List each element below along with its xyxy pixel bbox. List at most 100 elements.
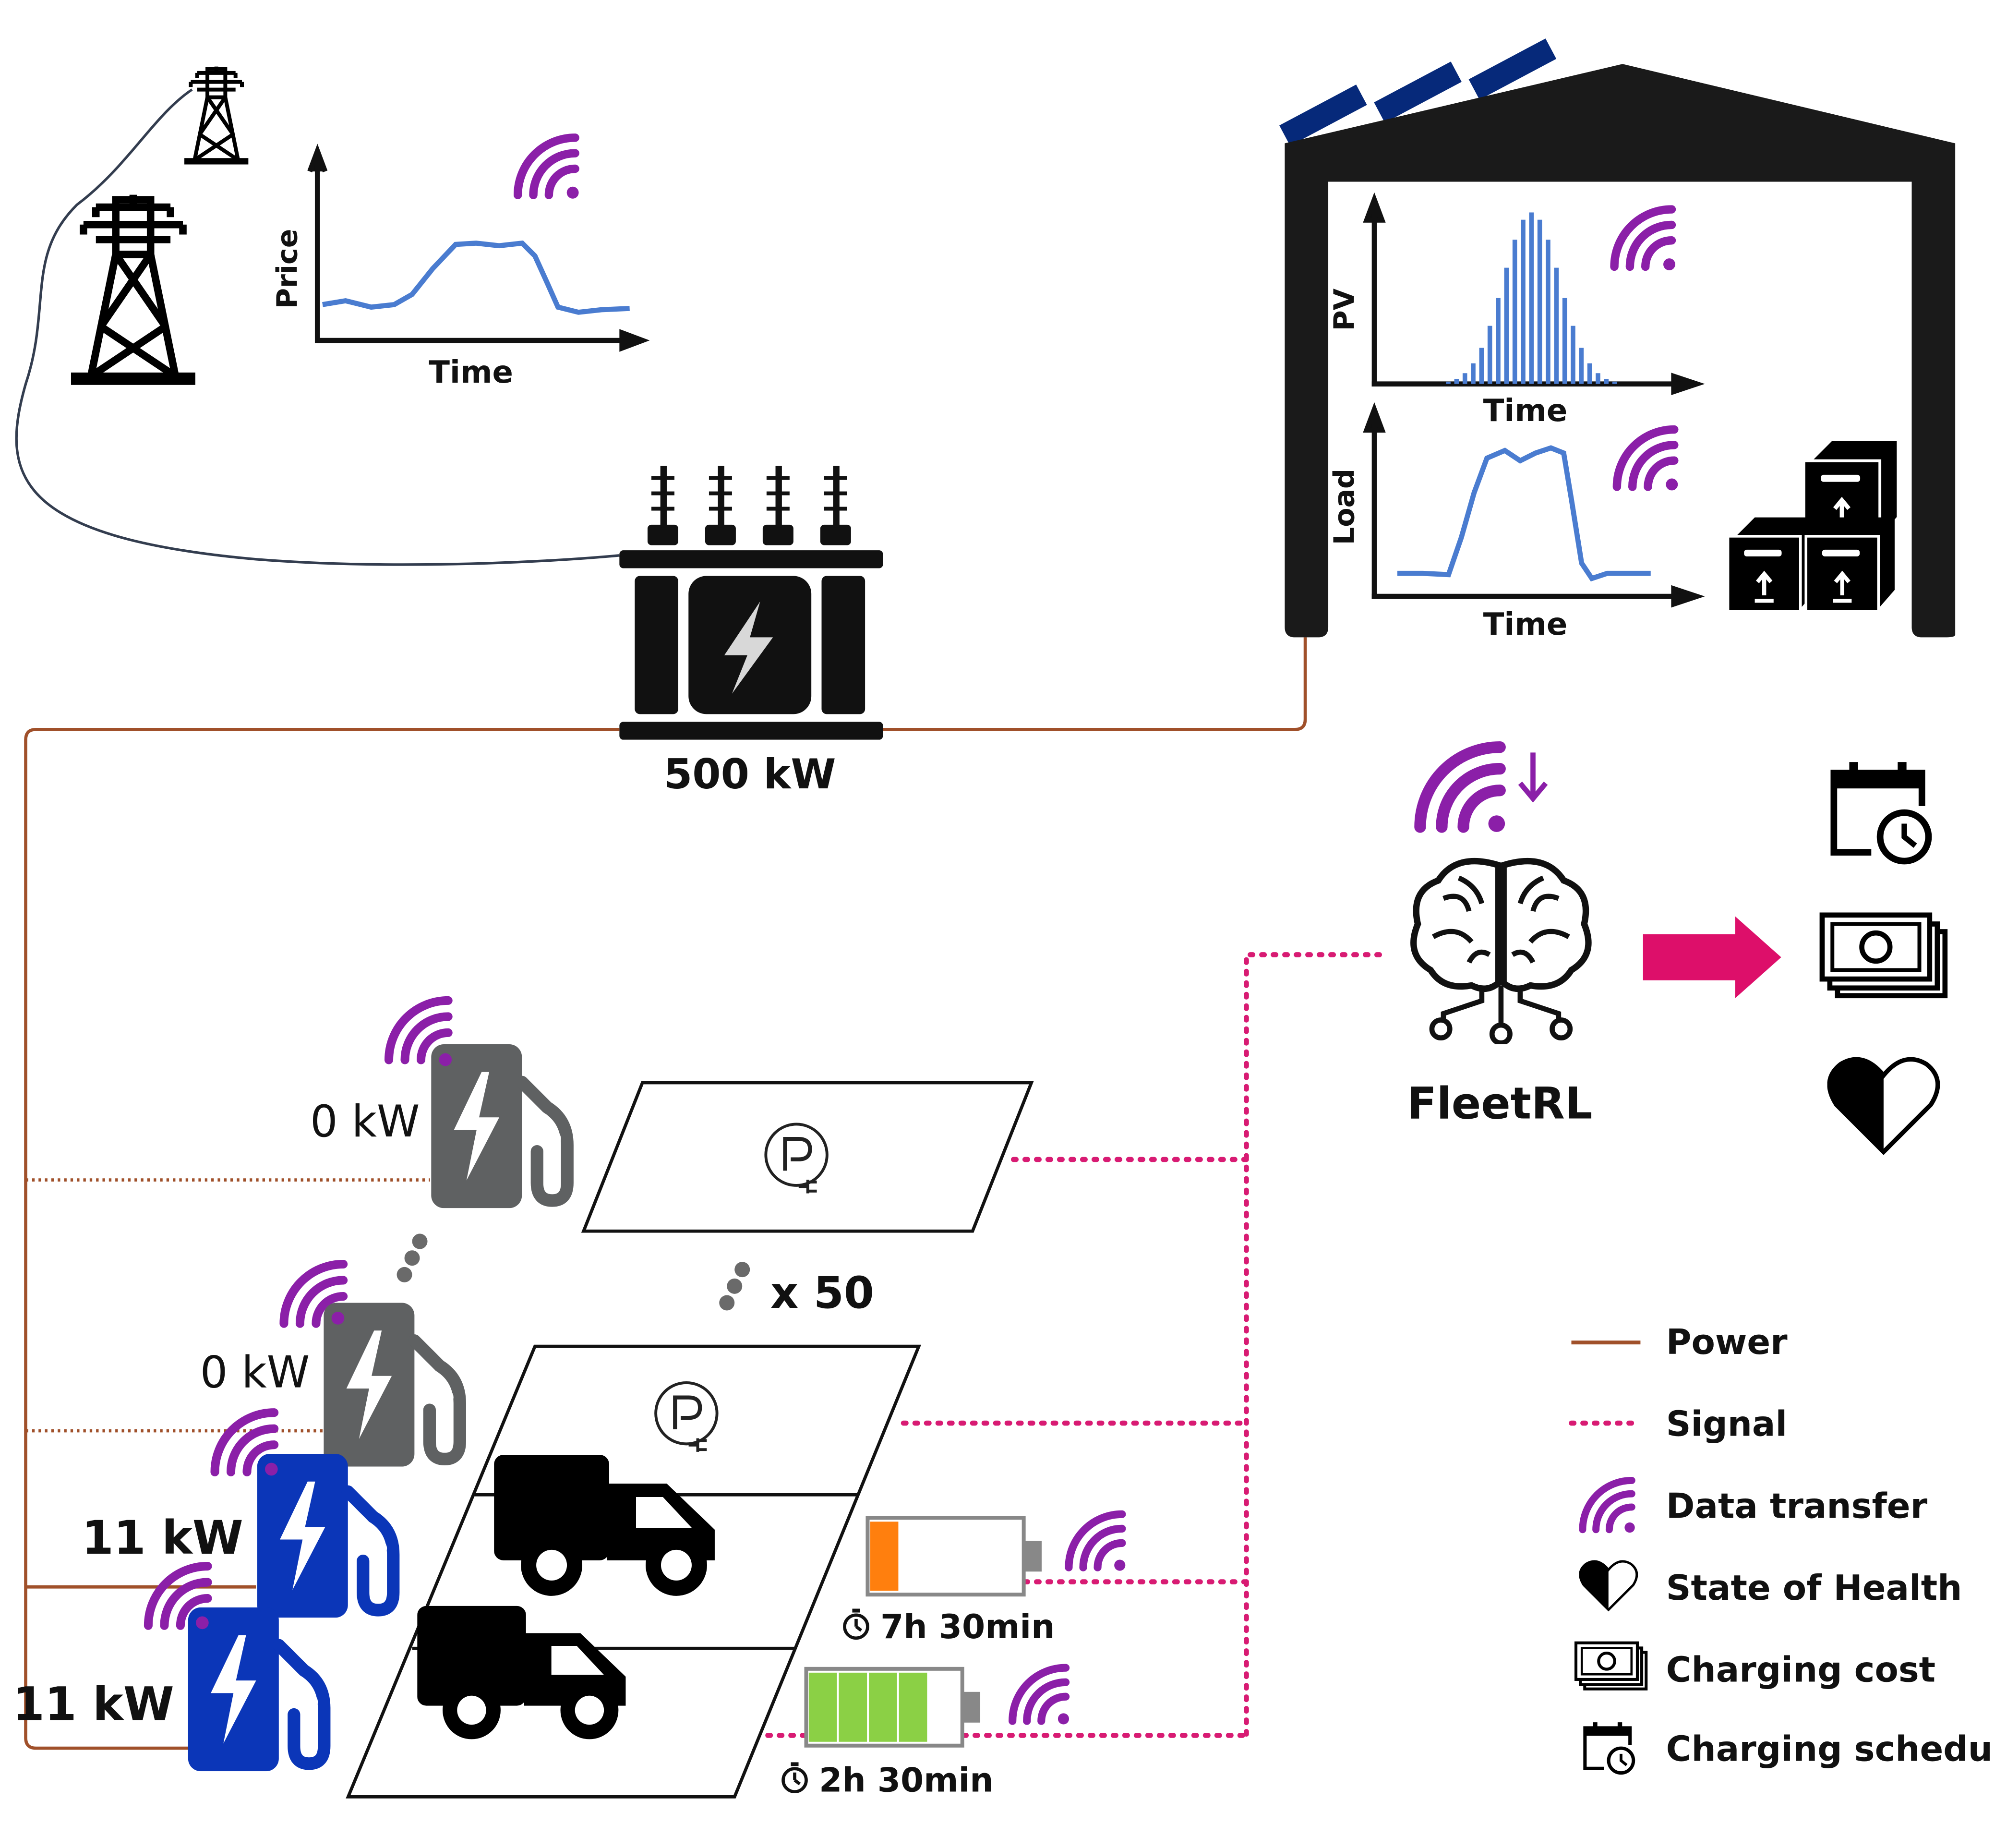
price-chart: Price Time <box>271 144 650 390</box>
legend-label: Signal <box>1666 1404 1787 1444</box>
pv-bar <box>1529 212 1534 384</box>
transformer: 500 kW <box>619 466 883 798</box>
vehicle-battery: 7h 30min <box>844 1514 1125 1646</box>
battery-fill <box>870 1522 899 1591</box>
wifi-icon <box>518 138 579 199</box>
charger-station: 0 kW <box>310 1001 567 1208</box>
pv-bar <box>1454 378 1459 384</box>
pv-bar <box>1587 363 1592 384</box>
charger-station: 0 kW <box>200 1264 460 1467</box>
charger-power: 0 kW <box>310 1097 420 1147</box>
pv-bar <box>1446 381 1451 384</box>
charging-cost-icon <box>1822 915 1945 996</box>
pv-bar <box>1504 267 1509 384</box>
pv-bar <box>1479 348 1484 384</box>
legend-item-charging-cost: Charging cost <box>1576 1643 1935 1690</box>
pv-bar <box>1562 298 1567 384</box>
stopwatch-icon <box>844 1609 867 1638</box>
charger-power: 11 kW <box>82 1511 243 1565</box>
state-of-health-icon <box>1829 1059 1938 1152</box>
fleetrl-agent: FleetRL <box>1407 747 1945 1152</box>
charger-station: 11 kW <box>82 1413 393 1618</box>
wifi-icon <box>1069 1514 1125 1571</box>
charger-icon <box>188 1607 324 1771</box>
legend-item-signal: Signal <box>1569 1404 1787 1444</box>
calendar-icon <box>1585 1722 1634 1773</box>
pv-bar <box>1537 219 1542 384</box>
price-line <box>322 240 630 315</box>
heart-icon <box>1580 1561 1637 1610</box>
battery-cell <box>808 1672 837 1742</box>
charger-station: 11 kW <box>12 1566 324 1771</box>
boxes-icon <box>1728 441 1897 612</box>
legend-item-power: Power <box>1571 1322 1788 1362</box>
legend-item-state-of-health: State of Health <box>1580 1561 1962 1610</box>
vehicle-battery: 2h 30min <box>783 1668 1069 1800</box>
load-axis-label: Load <box>1328 469 1360 545</box>
pv-bar <box>1571 326 1575 384</box>
pv-bar <box>1521 219 1526 384</box>
battery-cell <box>870 1522 899 1591</box>
legend: Power Signal Data transfer State of Heal… <box>1569 1322 1995 1773</box>
grid-connection-line <box>15 88 620 566</box>
legend-item-charging-schedule: Charging schedule <box>1585 1722 1995 1773</box>
transformer-bushings <box>647 466 851 545</box>
legend-label: Charging cost <box>1666 1649 1935 1690</box>
grid-section: Price Time <box>15 67 650 566</box>
battery-cell <box>839 1672 867 1742</box>
pv-bar <box>1487 326 1492 384</box>
pv-bar <box>1612 381 1617 384</box>
legend-label: Charging schedule <box>1666 1729 1995 1769</box>
solar-panel-icon <box>1279 38 1557 146</box>
pv-axis-label: PV <box>1328 288 1360 331</box>
pv-bar <box>1496 298 1501 384</box>
time-to-departure: 2h 30min <box>819 1762 993 1800</box>
power-lines <box>24 637 1307 1750</box>
load-chart: Load Time <box>1328 402 1705 642</box>
legend-label: Data transfer <box>1666 1486 1928 1526</box>
wifi-icon <box>1583 1480 1635 1533</box>
legend-label: Power <box>1666 1322 1788 1362</box>
pv-wifi-icon <box>1614 209 1675 270</box>
battery-cell <box>869 1672 897 1742</box>
warehouse: PV Time Load Time <box>1279 38 1956 642</box>
pv-bar <box>1462 373 1467 384</box>
output-arrow <box>1643 916 1781 999</box>
price-axis-label: Price <box>271 229 304 309</box>
battery-cell <box>899 1672 927 1742</box>
money-icon <box>1576 1643 1646 1689</box>
fleetrl-label: FleetRL <box>1407 1079 1593 1129</box>
lightning-icon <box>724 601 773 694</box>
pv-bars <box>1446 212 1617 384</box>
pv-bar <box>1579 348 1584 384</box>
ellipsis-dots-icon <box>397 1233 750 1311</box>
pv-time-axis-label: Time <box>1483 393 1568 429</box>
legend-label: State of Health <box>1666 1568 1962 1608</box>
battery-fill <box>808 1672 927 1742</box>
charger-icon <box>431 1044 567 1208</box>
parking-multiplier: x 50 <box>770 1268 874 1318</box>
load-line <box>1397 445 1651 582</box>
small-pylon-icon <box>184 67 248 161</box>
price-time-axis-label: Time <box>429 355 513 390</box>
charger-icon <box>324 1303 459 1466</box>
charger-power: 11 kW <box>12 1677 174 1731</box>
pv-bar <box>1554 267 1559 384</box>
pv-bar <box>1512 240 1517 384</box>
load-wifi-icon <box>1617 430 1678 491</box>
parking-area: x 50 <box>346 1081 1034 1799</box>
charger-power: 0 kW <box>200 1347 310 1398</box>
transformer-rating: 500 kW <box>664 751 836 798</box>
pv-bar <box>1471 363 1476 384</box>
brain-icon <box>1414 861 1588 1043</box>
wifi-download-icon <box>1420 747 1505 832</box>
stopwatch-icon <box>783 1762 806 1791</box>
wifi-icon <box>1012 1668 1069 1725</box>
legend-item-data-transfer: Data transfer <box>1583 1480 1928 1533</box>
charging-schedule-icon <box>1834 762 1928 861</box>
load-time-axis-label: Time <box>1483 607 1568 642</box>
pv-chart: PV Time <box>1328 192 1705 429</box>
pv-bar <box>1546 240 1550 384</box>
pv-bar <box>1604 378 1609 384</box>
